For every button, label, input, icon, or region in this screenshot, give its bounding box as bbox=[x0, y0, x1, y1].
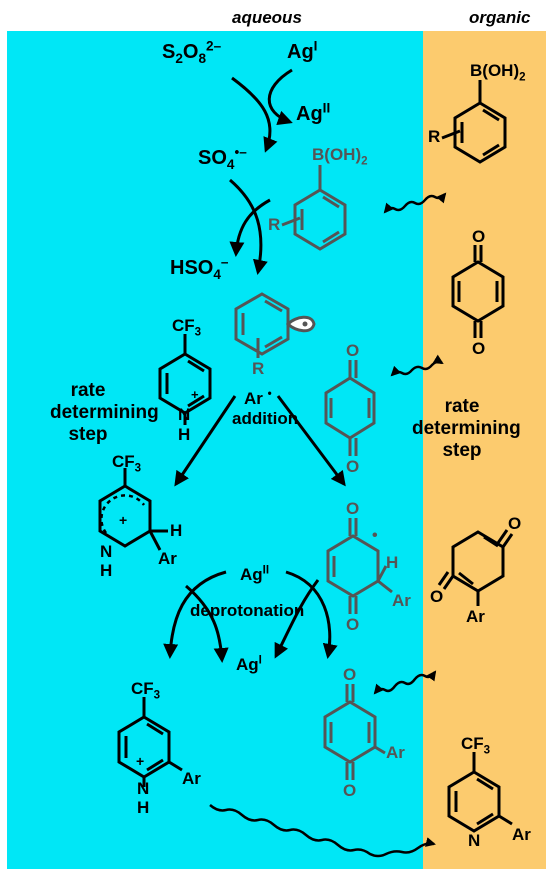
aqueous-r-label: R bbox=[268, 215, 281, 234]
aqueous-boronic-label: B(OH)2 bbox=[312, 145, 368, 168]
deprotonation-label: deprotonation bbox=[190, 601, 305, 620]
silver-i-mid-label: AgI bbox=[236, 654, 262, 674]
aqueous-aryl-benzoquinone bbox=[323, 684, 386, 780]
product-cf3-label: CF3 bbox=[131, 679, 161, 702]
aq-aryl-quinone-ar: Ar bbox=[386, 743, 405, 762]
arrow-to-pyridine-addition bbox=[174, 395, 237, 487]
adduct-h: H bbox=[386, 553, 399, 572]
aryl-radical-r: R bbox=[252, 359, 265, 378]
organic-boronic-label: B(OH)2 bbox=[470, 61, 526, 84]
ar-radical-label: Ar • bbox=[244, 388, 272, 408]
org-quinone-o-top: O bbox=[472, 227, 486, 246]
bisulfate-label: HSO4– bbox=[170, 254, 229, 282]
arrow-silver-ii-left bbox=[163, 570, 227, 659]
arrow-right-deprotonation bbox=[274, 579, 320, 659]
aq-aryl-quinone-o-top: O bbox=[343, 665, 357, 684]
reaction-arrows bbox=[163, 68, 346, 663]
adduct-radical-dot: • bbox=[372, 527, 378, 544]
org-product-ar: Ar bbox=[512, 825, 531, 844]
adduct-ar: Ar bbox=[392, 591, 411, 610]
intermediate-plus: + bbox=[119, 512, 128, 528]
organic-benzoquinone bbox=[451, 245, 505, 338]
intermediate-nh-h: H bbox=[100, 561, 113, 580]
wavy-product-transfer bbox=[209, 804, 436, 858]
aqueous-header: aqueous bbox=[232, 8, 302, 27]
pyridinium-h: H bbox=[178, 425, 191, 444]
org-aryl-quinone-o-top: O bbox=[508, 514, 522, 533]
product-plus: + bbox=[136, 753, 145, 769]
wavy-aryl-quinone-transfer bbox=[373, 670, 437, 695]
aq-quinone-o-bottom: O bbox=[346, 457, 360, 476]
aq-quinone-o-top: O bbox=[346, 341, 360, 360]
adduct-o-bottom: O bbox=[346, 615, 360, 634]
addition-label: addition bbox=[232, 409, 299, 428]
silver-i-label: AgI bbox=[287, 38, 318, 63]
aqueous-benzoquinone bbox=[324, 360, 376, 456]
wavy-boronic-transfer bbox=[383, 192, 447, 214]
organic-product-pyridine bbox=[447, 752, 513, 833]
sulfate-radical-label: SO4•– bbox=[198, 144, 247, 172]
intermediate-h: H bbox=[170, 521, 183, 540]
org-product-n: N bbox=[468, 831, 481, 850]
persulfate-label: S2O82– bbox=[162, 38, 222, 66]
silver-ii-label: AgII bbox=[296, 100, 331, 125]
arrow-sulfate-radical-curve bbox=[229, 178, 268, 275]
aqueous-phase-panel bbox=[7, 31, 423, 869]
organic-header: organic bbox=[469, 8, 531, 27]
arrow-left-deprotonation bbox=[185, 584, 229, 663]
pyridinium-cf3 bbox=[158, 334, 212, 425]
intermediate-ar: Ar bbox=[158, 549, 177, 568]
product-n: N bbox=[137, 779, 150, 798]
product-ar: Ar bbox=[182, 769, 201, 788]
organic-r-label: R bbox=[428, 127, 441, 146]
adduct-o-top: O bbox=[346, 499, 360, 518]
aqueous-aryl-boronic-acid bbox=[281, 165, 347, 251]
aq-aryl-quinone-o-bottom: O bbox=[343, 781, 357, 800]
org-quinone-o-bottom: O bbox=[472, 339, 486, 358]
pyridinium-n: N bbox=[178, 405, 191, 424]
pyridinium-plus: + bbox=[191, 387, 199, 402]
quinone-radical-adduct bbox=[326, 518, 393, 614]
arrow-silver-ii-right bbox=[285, 570, 338, 659]
arrow-persulfate-curve bbox=[231, 76, 278, 153]
intermediate-n: N bbox=[100, 542, 113, 561]
product-h: H bbox=[137, 798, 150, 817]
org-aryl-quinone-ar: Ar bbox=[466, 607, 485, 626]
intermediate-cf3-label: CF3 bbox=[112, 452, 142, 475]
org-aryl-quinone-o-bottom: O bbox=[430, 587, 444, 606]
organic-aryl-boronic-acid bbox=[441, 80, 507, 164]
organic-phase-panel bbox=[423, 31, 546, 869]
arrow-boronic-curve bbox=[229, 198, 271, 257]
product-pyridinium bbox=[117, 697, 183, 787]
silver-ii-mid-label: AgII bbox=[240, 564, 270, 584]
aryl-radical bbox=[234, 292, 316, 358]
pyridinium-cf3-label: CF3 bbox=[172, 316, 202, 339]
arrow-silver-curve bbox=[267, 68, 293, 126]
organic-aryl-quinone bbox=[437, 529, 514, 606]
wavy-quinone-transfer bbox=[390, 354, 444, 377]
pyridinyl-radical-cation bbox=[98, 468, 168, 551]
arrow-to-quinone-addition bbox=[276, 395, 346, 487]
org-product-cf3-label: CF3 bbox=[461, 734, 491, 757]
phase-transfer-arrows bbox=[209, 192, 447, 858]
